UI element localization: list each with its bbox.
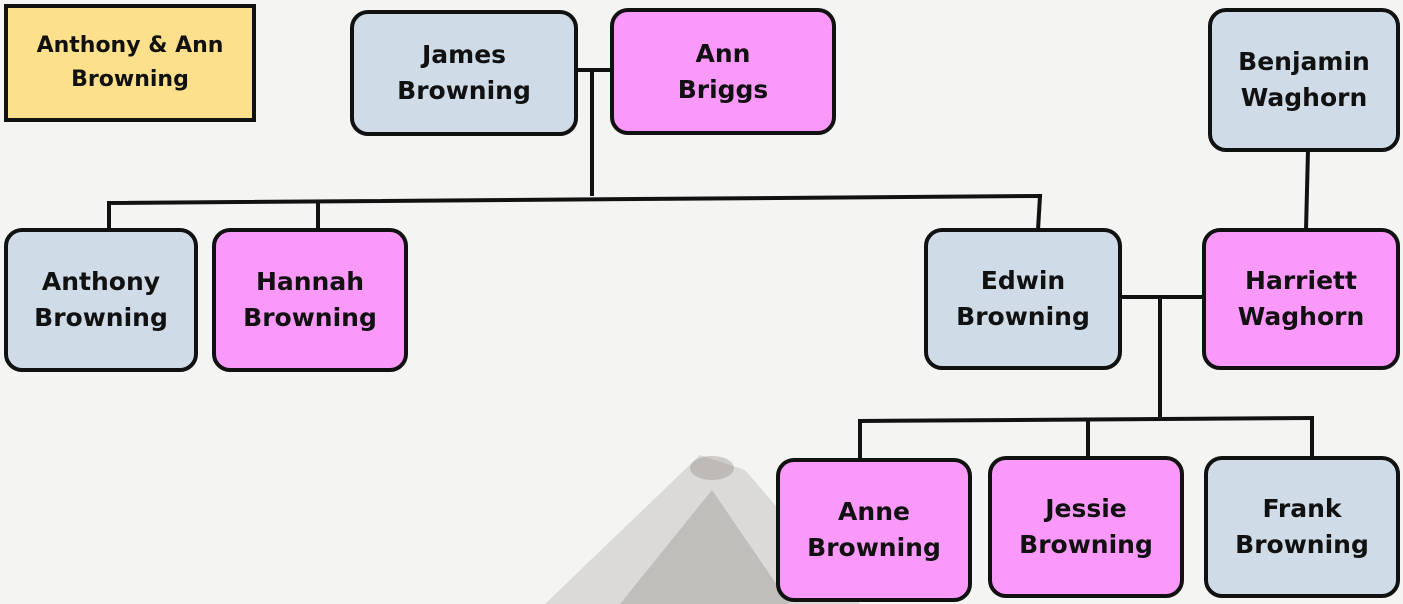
person-last-name: Browning bbox=[956, 302, 1090, 331]
person-first-name: Edwin bbox=[980, 266, 1066, 295]
person-first-name: Benjamin bbox=[1238, 47, 1370, 76]
person-first-name: Frank bbox=[1262, 494, 1342, 523]
person-last-name: Browning bbox=[243, 303, 377, 332]
children-bar-james-ann bbox=[106, 193, 1043, 206]
person-last-name: Waghorn bbox=[1240, 83, 1368, 112]
person-last-name: Browning bbox=[397, 76, 531, 105]
person-first-name: Harriett bbox=[1245, 266, 1357, 295]
person-harriett-waghorn: Harriett Waghorn bbox=[1202, 228, 1400, 370]
person-first-name: Jessie bbox=[1045, 494, 1127, 523]
person-first-name: Ann bbox=[695, 38, 751, 68]
person-benjamin-waghorn: Benjamin Waghorn bbox=[1208, 8, 1400, 152]
person-first-name: Anne bbox=[838, 497, 910, 526]
person-hannah-browning: Hannah Browning bbox=[212, 228, 408, 372]
person-edwin-browning: Edwin Browning bbox=[924, 228, 1122, 370]
drop-edwin bbox=[1035, 193, 1043, 233]
person-last-name: Browning bbox=[1235, 530, 1369, 559]
person-first-name: Anthony bbox=[41, 267, 161, 296]
person-last-name: Briggs bbox=[677, 74, 769, 104]
person-anne-browning: Anne Browning bbox=[776, 458, 972, 602]
tree-title-line-2: Browning bbox=[71, 67, 189, 92]
person-last-name: Waghorn bbox=[1237, 302, 1365, 331]
person-ann-briggs: Ann Briggs bbox=[610, 8, 836, 135]
person-first-name: James bbox=[421, 40, 507, 69]
tree-title-line-1: Anthony & Ann bbox=[36, 33, 224, 58]
person-last-name: Browning bbox=[807, 533, 941, 562]
person-james-browning: James Browning bbox=[350, 10, 578, 136]
roof-ridge bbox=[690, 456, 734, 480]
person-frank-browning: Frank Browning bbox=[1204, 456, 1400, 598]
descent-line-benjamin bbox=[1303, 147, 1311, 233]
person-first-name: Hannah bbox=[255, 267, 365, 296]
person-anthony-browning: Anthony Browning bbox=[4, 228, 198, 372]
person-last-name: Browning bbox=[1019, 530, 1153, 559]
person-jessie-browning: Jessie Browning bbox=[988, 456, 1184, 598]
person-last-name: Browning bbox=[34, 303, 168, 332]
tree-title-box: Anthony & Ann Browning bbox=[4, 4, 256, 122]
roof-shadow bbox=[620, 490, 790, 604]
